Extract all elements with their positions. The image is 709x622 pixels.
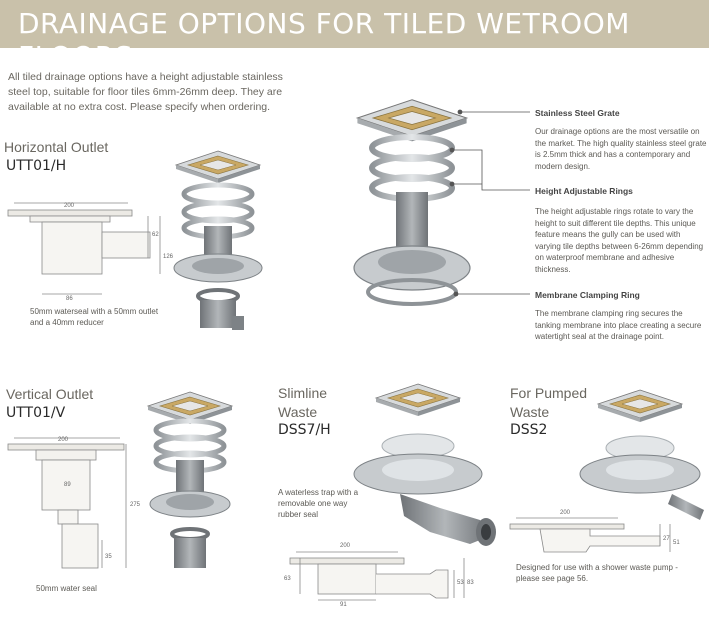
vertical-dim-height: 275 (130, 502, 141, 508)
feature-title-rings: Height Adjustable Rings (535, 186, 633, 196)
slimline-dim-width: 200 (340, 543, 351, 549)
pumped-drawing (509, 517, 671, 553)
horizontal-outlet-title: Horizontal Outlet (4, 139, 109, 155)
horizontal-exploded-view (173, 150, 263, 330)
pumped-title-line1: For Pumped (510, 385, 588, 401)
horizontal-dim-width: 200 (64, 203, 75, 209)
feature-body-grate: Our drainage options are the most versat… (535, 127, 707, 171)
intro-text: All tiled drainage options have a height… (8, 71, 283, 113)
feature-title-grate: Stainless Steel Grate (535, 108, 620, 118)
vertical-dim-mid: 89 (64, 482, 71, 488)
slimline-dim-bottom: 91 (340, 602, 347, 608)
vertical-outlet-code: UTT01/V (6, 405, 66, 421)
callout-lines (449, 109, 530, 297)
vertical-outlet-title: Vertical Outlet (6, 386, 94, 402)
pumped-dim-width: 200 (560, 510, 571, 516)
horizontal-dim-bottom: 86 (66, 296, 73, 302)
vertical-drawing (7, 437, 127, 569)
pumped-illustration (579, 389, 704, 520)
pumped-dim-h1: 27 (663, 536, 670, 542)
slimline-note: A waterless trap with a removable one wa… (278, 488, 359, 519)
vertical-dim-low: 35 (105, 554, 112, 560)
feature-title-clamping: Membrane Clamping Ring (535, 290, 640, 300)
slimline-dim-h2: 53 (457, 580, 464, 586)
slimline-drawing (289, 551, 465, 601)
slimline-dim-h3: 83 (467, 580, 474, 586)
slimline-title-line2: Waste (278, 404, 318, 420)
slimline-title-line1: Slimline (278, 385, 328, 401)
vertical-dim-width: 200 (58, 437, 69, 443)
feature-body-clamping: The membrane clamping ring secures the t… (535, 309, 702, 341)
slimline-illustration (353, 383, 496, 546)
horizontal-drawing (7, 202, 161, 295)
horizontal-dim-h1: 62 (152, 232, 159, 238)
slimline-code: DSS7/H (278, 422, 331, 438)
pumped-dim-h2: 51 (673, 540, 680, 546)
title-banner: DRAINAGE OPTIONS FOR TILED WETROOM FLOOR… (0, 0, 709, 73)
main-exploded-view (353, 99, 471, 306)
pumped-code: DSS2 (510, 422, 548, 438)
slimline-dim-h1: 63 (284, 576, 291, 582)
horizontal-dim-h2: 126 (163, 254, 174, 260)
vertical-outlet-note: 50mm water seal (36, 584, 97, 593)
pumped-title-line2: Waste (510, 404, 550, 420)
pumped-note: Designed for use with a shower waste pum… (516, 563, 678, 583)
page-title: DRAINAGE OPTIONS FOR TILED WETROOM FLOOR… (18, 7, 630, 73)
vertical-exploded-view (147, 391, 233, 568)
feature-body-rings: The height adjustable rings rotate to va… (535, 207, 704, 274)
horizontal-outlet-note: 50mm waterseal with a 50mm outlet and a … (30, 307, 159, 327)
horizontal-outlet-code: UTT01/H (6, 158, 67, 174)
